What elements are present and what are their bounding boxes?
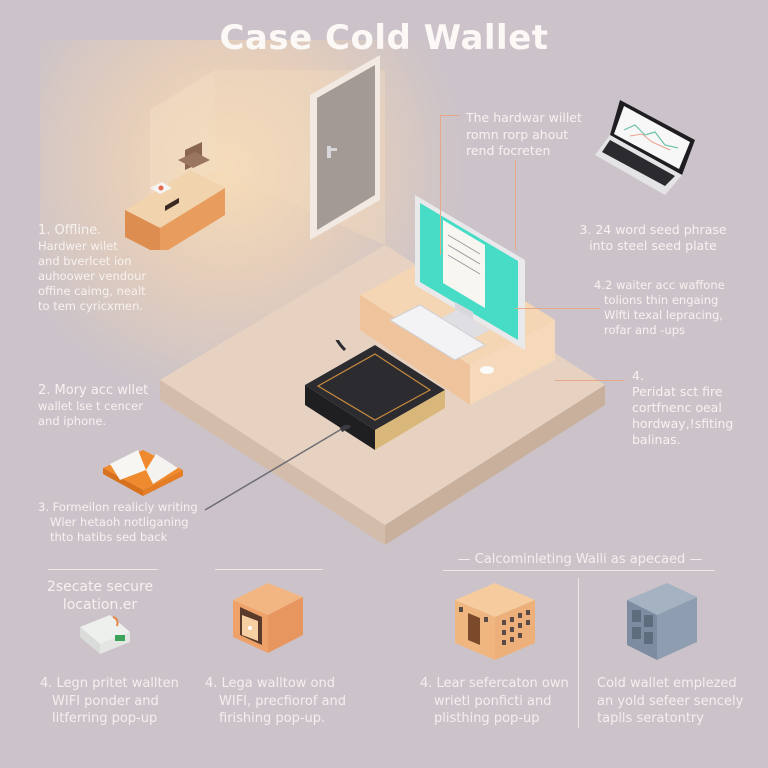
card-title-line: location.er: [62, 597, 138, 613]
callout-line: Hardwer wilet: [38, 239, 118, 253]
card-line: taplls seratontry: [597, 711, 704, 726]
divider: [443, 570, 715, 571]
steel-vault-icon: [627, 583, 697, 660]
callout-step-4-lower: 4. Peridat sct fire cortfnenc oeal hordw…: [632, 368, 752, 448]
callout-hardware-wallet: The hardwar willet romn rorp ahout rend …: [466, 110, 606, 160]
card-2-description: 4. Lega walltow ond WIFI, precfiorof and…: [205, 675, 365, 728]
callout-line: offine caimg, nealt: [38, 284, 146, 298]
callout-line: rofar and -ups: [604, 323, 686, 337]
card-line: wrietl ponficti and: [434, 693, 552, 709]
usb-cable-line: [204, 425, 351, 511]
card-line: an yold sefeer sencely: [597, 693, 744, 709]
leader-line: [515, 160, 516, 250]
card-title-line: 2secate secure: [46, 579, 154, 595]
divider: [578, 578, 579, 728]
desk-computer-scene: [360, 195, 555, 405]
callout-step-4-2: 4.2 waiter acc waffone tolions thin enga…: [594, 278, 734, 338]
card-3-description: 4. Lear sefercaton own wrietl ponficti a…: [420, 675, 580, 728]
header-dash: —: [457, 552, 475, 567]
callout-line: balinas.: [632, 432, 681, 447]
callout-line: 3. Formeilon realicly writing: [38, 500, 198, 514]
safe-box-icon: [233, 583, 303, 653]
callout-line: and bverlcet ion: [38, 254, 132, 268]
page-title: Case Cold Wallet: [219, 18, 549, 58]
callout-step-2: 2. Mory acc wllet wallet lse t cencer an…: [38, 382, 188, 429]
card-1-description: 4. Legn pritet wallten WIFI ponder and l…: [40, 675, 190, 728]
callout-line: romn rorp ahout: [466, 126, 569, 142]
callout-line: rend focreten: [466, 143, 551, 158]
card-line: plisthing pop-up: [434, 711, 540, 726]
section-header: — Calcominleting Walli as apecaed —: [445, 552, 715, 567]
card-line: Cold wallet emplezed: [597, 676, 737, 691]
leader-line: [440, 115, 460, 116]
card-line: 4. Lega walltow ond: [205, 676, 335, 691]
callout-line: The hardwar willet: [466, 110, 582, 125]
callout-heading: 4.: [632, 368, 644, 383]
card-4-description: Cold wallet emplezed an yold sefeer senc…: [597, 675, 767, 728]
leader-line: [555, 380, 625, 381]
usb-hardware-wallet-icon: [80, 615, 130, 654]
door-icon: [310, 55, 380, 240]
callout-line: tolions thin engaing: [604, 293, 719, 307]
card-line: 4. Lear sefercaton own: [420, 676, 569, 691]
card-line: 4. Legn pritet wallten: [40, 676, 179, 691]
leader-line: [440, 115, 441, 255]
callout-line: Wler hetaoh notliganing: [50, 515, 189, 529]
callout-heading: 2. Mory acc wllet: [38, 383, 149, 398]
callout-line: Peridat sct fire: [632, 384, 723, 399]
callout-line: 4.2 waiter acc waffone: [594, 278, 725, 292]
callout-step-1-offline: 1. Offline. Hardwer wilet and bverlcet i…: [38, 222, 178, 314]
header-dash: —: [685, 552, 703, 567]
callout-line: thto hatibs sed back: [50, 530, 168, 544]
book-wallet-case-icon: [305, 340, 445, 450]
card-1-title: 2secate secure location.er: [40, 578, 160, 614]
callout-step-3-writing: 3. Formeilon realicly writing Wler hetao…: [38, 500, 213, 545]
card-line: firishing pop-up.: [219, 711, 326, 726]
callout-line: into steel seed plate: [589, 238, 717, 253]
divider: [48, 569, 158, 570]
callout-line: cortfnenc oeal: [632, 400, 722, 415]
card-line: WIFI, precfiorof and: [219, 693, 347, 709]
card-line: litferring pop-up: [52, 711, 158, 726]
laptop-icon: [595, 100, 695, 195]
callout-line: and iphone.: [38, 414, 107, 428]
callout-heading: 1. Offline.: [38, 223, 102, 238]
callout-line: wallet lse t cencer: [38, 399, 143, 413]
callout-line: Wlfti texal lepracing,: [604, 308, 723, 322]
callout-line: to tem cyricxmen.: [38, 299, 144, 313]
section-header-text: Calcominleting Walli as apecaed: [474, 552, 686, 567]
card-line: WIFI ponder and: [52, 693, 159, 709]
callout-line: hordway,!sfiting: [632, 416, 734, 431]
divider: [215, 569, 323, 570]
desk-icon: [125, 142, 225, 250]
callout-line: auhoower vendour: [38, 269, 147, 283]
building-icon: [455, 583, 535, 660]
callout-step-3-seed-phrase: 3. 24 word seed phrase into steel seed p…: [578, 222, 728, 254]
callout-line: 3. 24 word seed phrase: [579, 222, 727, 237]
leader-line: [515, 308, 600, 309]
open-book-icon: [103, 450, 183, 496]
